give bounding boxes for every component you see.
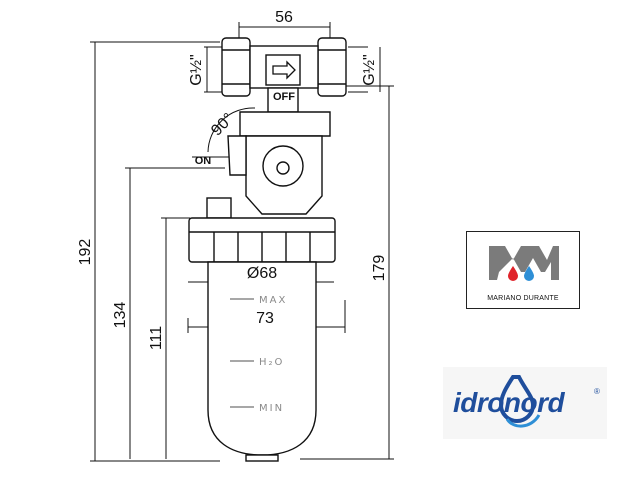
scale-max: MAX xyxy=(259,295,287,306)
dim-mid-height: 134 xyxy=(112,302,129,329)
filter-body xyxy=(188,37,347,462)
mariano-durante-caption: MARIANO DURANTE xyxy=(487,295,559,302)
label-on: ON xyxy=(195,155,212,167)
mariano-durante-logo: MARIANO DURANTE xyxy=(466,231,580,309)
dim-angle: 90° xyxy=(208,110,237,139)
thread-right: G½" xyxy=(361,54,378,85)
idronord-logo: idronord ® xyxy=(443,367,607,439)
registered-mark: ® xyxy=(594,387,600,396)
idronord-drop-icon xyxy=(498,375,541,428)
scale-water: H₂O xyxy=(259,357,284,368)
bowl-scale-marks xyxy=(230,298,254,408)
mariano-durante-mark-icon xyxy=(489,246,559,281)
dim-right-height: 179 xyxy=(371,255,388,282)
dim-total-height: 192 xyxy=(77,239,94,266)
dim-bowl-height: 111 xyxy=(148,326,165,350)
label-off: OFF xyxy=(273,91,295,103)
dim-bowl-width: 73 xyxy=(256,310,274,327)
dim-top-width: 56 xyxy=(275,9,293,26)
idronord-wordmark: idronord xyxy=(453,387,565,418)
thread-left: G½" xyxy=(188,54,205,85)
flow-arrow-icon xyxy=(272,60,296,80)
scale-min: MIN xyxy=(259,403,284,414)
dim-diameter: Ø68 xyxy=(247,265,277,282)
